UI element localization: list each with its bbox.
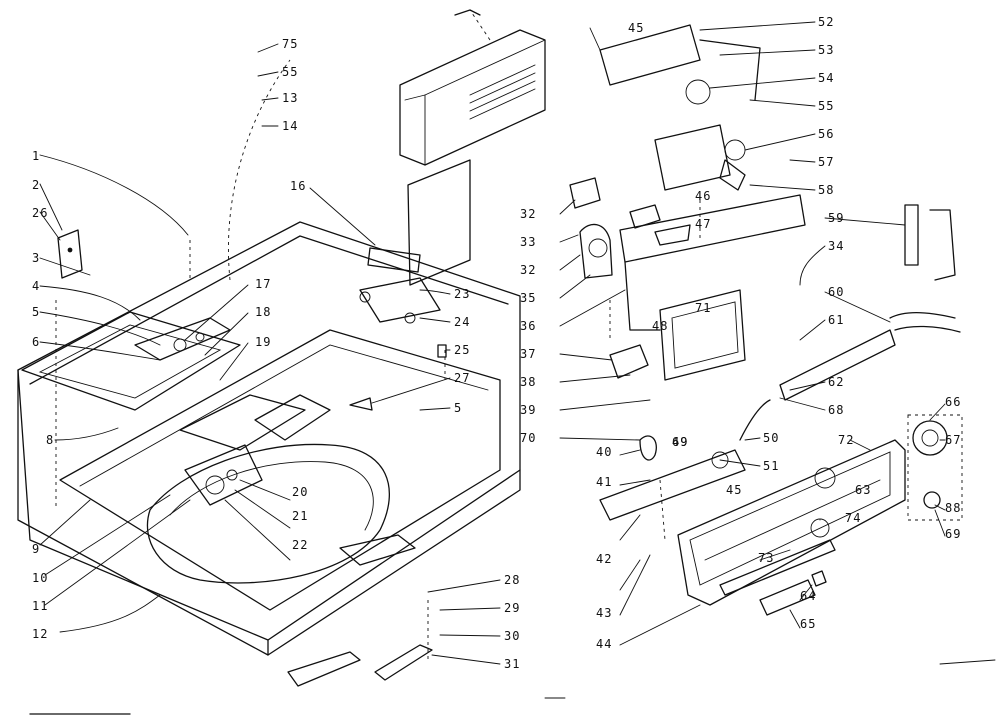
callout-label: 49 bbox=[672, 435, 688, 449]
callout-label: 58 bbox=[818, 183, 834, 197]
callout-label: 32 bbox=[520, 207, 536, 221]
callout-label: 28 bbox=[504, 573, 520, 587]
controls-assembly bbox=[569, 24, 963, 616]
callout-label: 62 bbox=[828, 375, 844, 389]
callout-label: 52 bbox=[818, 15, 834, 29]
callout-label: 22 bbox=[292, 538, 308, 552]
callout-label: 37 bbox=[520, 347, 536, 361]
callout-label: 35 bbox=[520, 291, 536, 305]
callout-label: 13 bbox=[282, 91, 298, 105]
callout-label: 16 bbox=[290, 179, 306, 193]
callout-label: 59 bbox=[828, 211, 844, 225]
callout-label: 65 bbox=[800, 617, 816, 631]
callout-label: 41 bbox=[596, 475, 612, 489]
callout-label: 51 bbox=[763, 459, 779, 473]
callout-label: 45 bbox=[726, 483, 742, 497]
callout-label: 8 bbox=[46, 433, 54, 447]
callout-label: 34 bbox=[828, 239, 844, 253]
callout-label: 75 bbox=[282, 37, 298, 51]
callout-label: 4 bbox=[32, 279, 40, 293]
callout-label: 12 bbox=[32, 627, 48, 641]
callout-label: 66 bbox=[945, 395, 961, 409]
callout-label: 25 bbox=[454, 343, 470, 357]
callout-label: 44 bbox=[596, 637, 612, 651]
callout-label: 27 bbox=[454, 371, 470, 385]
callout-label: 20 bbox=[292, 485, 308, 499]
callout-label: 10 bbox=[32, 571, 48, 585]
callout-label: 30 bbox=[504, 629, 520, 643]
callout-label: 31 bbox=[504, 657, 520, 671]
footer-marks bbox=[29, 659, 996, 715]
callout-label: 61 bbox=[828, 313, 844, 327]
callout-label: 2 bbox=[32, 178, 40, 192]
callout-label: 64 bbox=[800, 589, 816, 603]
callout-label: 46 bbox=[695, 189, 711, 203]
callout-label: 21 bbox=[292, 509, 308, 523]
leader-lines bbox=[39, 21, 946, 665]
callout-label: 5 bbox=[454, 401, 462, 415]
callout-label: 71 bbox=[695, 301, 711, 315]
callout-label: 29 bbox=[504, 601, 520, 615]
callout-label: 88 bbox=[945, 501, 961, 515]
callout-label: 9 bbox=[32, 542, 40, 556]
callout-label: 57 bbox=[818, 155, 834, 169]
callout-label: 67 bbox=[945, 433, 961, 447]
callout-label: 43 bbox=[596, 606, 612, 620]
callout-label: 69 bbox=[672, 435, 688, 449]
callout-label: 3 bbox=[32, 251, 40, 265]
callout-labels: 1 2 26 3 4 5 6 8 9 10 11 12 75 55 13 14 … bbox=[32, 15, 961, 671]
callout-label: 50 bbox=[763, 431, 779, 445]
callout-label: 48 bbox=[652, 319, 668, 333]
callout-label: 72 bbox=[838, 433, 854, 447]
callout-label: 53 bbox=[818, 43, 834, 57]
callout-label: 73 bbox=[758, 551, 774, 565]
callout-label: 11 bbox=[32, 599, 48, 613]
callout-label: 36 bbox=[520, 319, 536, 333]
callout-label: 18 bbox=[255, 305, 271, 319]
callout-label: 24 bbox=[454, 315, 470, 329]
callout-label: 69 bbox=[945, 527, 961, 541]
callout-label: 56 bbox=[818, 127, 834, 141]
callout-label: 63 bbox=[855, 483, 871, 497]
console-back-panel bbox=[399, 9, 546, 286]
callout-label: 33 bbox=[520, 235, 536, 249]
callout-label: 68 bbox=[828, 403, 844, 417]
callout-label: 55 bbox=[818, 99, 834, 113]
callout-label: 32 bbox=[520, 263, 536, 277]
callout-label: 70 bbox=[520, 431, 536, 445]
callout-label: 39 bbox=[520, 403, 536, 417]
callout-label: 19 bbox=[255, 335, 271, 349]
callout-label: 42 bbox=[596, 552, 612, 566]
callout-label: 54 bbox=[818, 71, 834, 85]
callout-label: 17 bbox=[255, 277, 271, 291]
callout-label: 1 bbox=[32, 149, 40, 163]
top-panel-assembly bbox=[17, 59, 521, 687]
callout-label: 45 bbox=[628, 21, 644, 35]
callout-label: 74 bbox=[845, 511, 861, 525]
callout-label: 6 bbox=[32, 335, 40, 349]
callout-label: 5 bbox=[32, 305, 40, 319]
callout-label: 40 bbox=[596, 445, 612, 459]
callout-label: 14 bbox=[282, 119, 298, 133]
callout-label: 26 bbox=[32, 206, 48, 220]
callout-label: 38 bbox=[520, 375, 536, 389]
callout-label: 23 bbox=[454, 287, 470, 301]
callout-label: 60 bbox=[828, 285, 844, 299]
callout-label: 55 bbox=[282, 65, 298, 79]
callout-label: 47 bbox=[695, 217, 711, 231]
